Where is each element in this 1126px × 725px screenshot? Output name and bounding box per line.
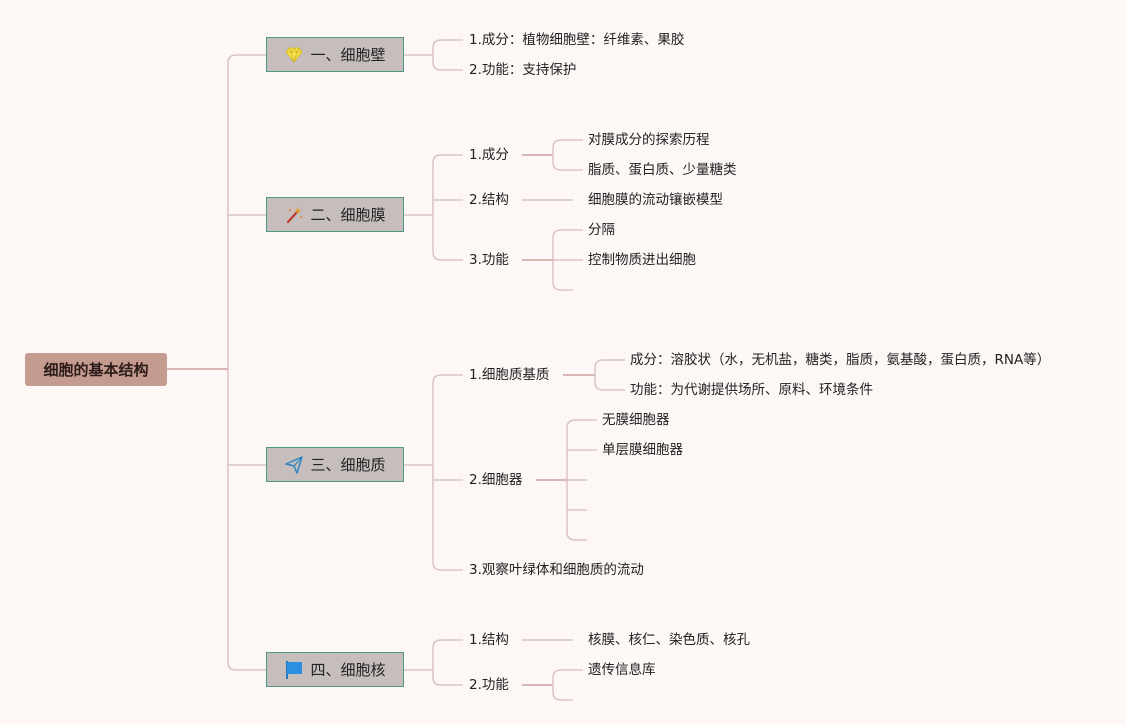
gem-icon: [284, 45, 304, 65]
subtopic-cytosol[interactable]: 1.细胞质基质: [469, 367, 550, 383]
subtopic-observe-chloroplast[interactable]: 3.观察叶绿体和细胞质的流动: [469, 562, 644, 578]
topic-cell-wall[interactable]: 一、细胞壁: [266, 37, 404, 72]
leaf-cytosol-composition[interactable]: 成分：溶胶状（水，无机盐，糖类，脂质，氨基酸，蛋白质，RNA等）: [630, 352, 1051, 368]
leaf-fluid-mosaic-model[interactable]: 细胞膜的流动镶嵌模型: [588, 192, 723, 208]
topic-cell-wall-label: 一、细胞壁: [310, 46, 386, 64]
leaf-separation[interactable]: 分隔: [588, 222, 615, 238]
subtopic-nucleus-function[interactable]: 2.功能: [469, 677, 509, 693]
paper-plane-icon: [284, 455, 304, 475]
magic-wand-icon: [284, 205, 304, 225]
subtopic-membrane-structure[interactable]: 2.结构: [469, 192, 509, 208]
topic-nucleus-label: 四、细胞核: [310, 661, 386, 679]
leaf-control-transport[interactable]: 控制物质进出细胞: [588, 252, 696, 268]
subtopic-wall-composition[interactable]: 1.成分：植物细胞壁：纤维素、果胶: [469, 32, 685, 48]
subtopic-membrane-composition[interactable]: 1.成分: [469, 147, 509, 163]
topic-cell-membrane[interactable]: 二、细胞膜: [266, 197, 404, 232]
leaf-nucleus-components[interactable]: 核膜、核仁、染色质、核孔: [588, 632, 750, 648]
topic-cytoplasm[interactable]: 三、细胞质: [266, 447, 404, 482]
leaf-cytosol-function[interactable]: 功能：为代谢提供场所、原料、环境条件: [630, 382, 873, 398]
root-topic-label: 细胞的基本结构: [43, 361, 149, 379]
leaf-membrane-lipids-proteins[interactable]: 脂质、蛋白质、少量糖类: [588, 162, 737, 178]
subtopic-organelles[interactable]: 2.细胞器: [469, 472, 523, 488]
leaf-membrane-exploration[interactable]: 对膜成分的探索历程: [588, 132, 710, 148]
root-topic[interactable]: 细胞的基本结构: [25, 353, 167, 386]
flag-icon: [284, 660, 304, 680]
subtopic-membrane-function[interactable]: 3.功能: [469, 252, 509, 268]
topic-cytoplasm-label: 三、细胞质: [310, 456, 386, 474]
leaf-genetic-info[interactable]: 遗传信息库: [588, 662, 656, 678]
topic-cell-membrane-label: 二、细胞膜: [310, 206, 386, 224]
subtopic-wall-function[interactable]: 2.功能：支持保护: [469, 62, 577, 78]
subtopic-nucleus-structure[interactable]: 1.结构: [469, 632, 509, 648]
leaf-single-membrane-organelles[interactable]: 单层膜细胞器: [602, 442, 683, 458]
leaf-non-membrane-organelles[interactable]: 无膜细胞器: [602, 412, 670, 428]
topic-nucleus[interactable]: 四、细胞核: [266, 652, 404, 687]
